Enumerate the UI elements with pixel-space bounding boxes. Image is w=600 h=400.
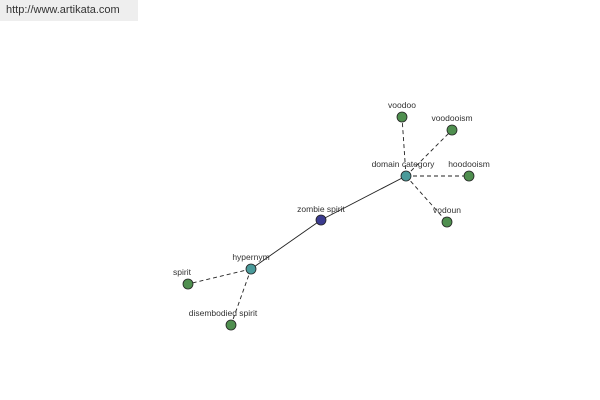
site-url-banner[interactable]: http://www.artikata.com xyxy=(0,0,138,21)
graph-edges xyxy=(187,116,469,326)
edge-domain-vodoun xyxy=(405,175,448,223)
node-voodoo[interactable] xyxy=(396,111,408,123)
edge-hypernym-disembodied xyxy=(230,268,252,326)
label-disembodied[interactable]: disembodied spirit xyxy=(189,308,258,318)
graph-labels: zombie spirit domain category hypernym vood… xyxy=(173,100,490,318)
label-spirit[interactable]: spirit xyxy=(173,267,192,277)
graph-nodes xyxy=(182,111,475,331)
edge-zombie-hypernym xyxy=(250,219,322,270)
edge-hypernym-spirit xyxy=(187,268,252,285)
edge-domain-voodooism xyxy=(405,129,453,177)
node-disembodied[interactable] xyxy=(225,319,237,331)
label-domain[interactable]: domain category xyxy=(372,159,436,169)
node-hypernym[interactable] xyxy=(245,263,257,275)
node-spirit[interactable] xyxy=(182,278,194,290)
node-zombie[interactable] xyxy=(315,214,327,226)
label-voodooism[interactable]: voodooism xyxy=(431,113,472,123)
node-vodoun[interactable] xyxy=(441,216,453,228)
edge-zombie-domain xyxy=(320,175,407,221)
label-hoodooism[interactable]: hoodooism xyxy=(448,159,490,169)
site-url-text[interactable]: http://www.artikata.com xyxy=(6,4,120,16)
node-domain[interactable] xyxy=(400,170,412,182)
node-voodooism[interactable] xyxy=(446,124,458,136)
edge-domain-voodoo xyxy=(401,116,407,177)
node-hoodooism[interactable] xyxy=(463,170,475,182)
label-voodoo[interactable]: voodoo xyxy=(388,100,416,110)
label-zombie[interactable]: zombie spirit xyxy=(297,204,345,214)
label-hypernym[interactable]: hypernym xyxy=(232,252,269,262)
label-vodoun[interactable]: vodoun xyxy=(433,205,461,215)
